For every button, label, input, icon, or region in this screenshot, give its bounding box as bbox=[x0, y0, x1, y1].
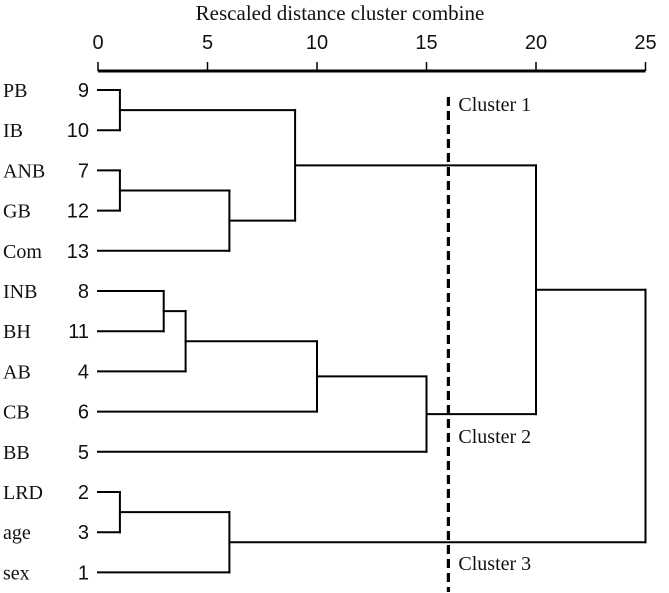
leaf-label: Com bbox=[3, 241, 42, 263]
leaf-label: sex bbox=[3, 562, 30, 584]
leaf-case-number: 1 bbox=[78, 562, 89, 584]
leaf-case-number: 5 bbox=[78, 442, 89, 464]
x-tick-label: 15 bbox=[415, 32, 437, 54]
leaf-case-number: 13 bbox=[67, 241, 89, 263]
chart-title: Rescaled distance cluster combine bbox=[196, 1, 485, 25]
leaf-case-number: 10 bbox=[67, 120, 89, 142]
leaf-case-number: 3 bbox=[78, 522, 89, 544]
leaf-label: ANB bbox=[3, 160, 45, 182]
leaf-case-number: 2 bbox=[78, 482, 89, 504]
leaf-case-number: 11 bbox=[68, 321, 89, 343]
leaf-label: CB bbox=[3, 402, 30, 424]
leaf-case-number: 9 bbox=[78, 80, 89, 102]
leaf-label: AB bbox=[3, 361, 31, 383]
leaf-label: IB bbox=[3, 120, 23, 142]
leaf-label: age bbox=[3, 522, 31, 544]
leaf-label: BH bbox=[3, 321, 31, 343]
x-tick-label: 10 bbox=[306, 32, 328, 54]
cluster-label: Cluster 2 bbox=[458, 426, 531, 448]
x-tick-label: 20 bbox=[525, 32, 547, 54]
leaf-case-number: 4 bbox=[78, 361, 89, 383]
leaf-case-number: 6 bbox=[78, 402, 89, 424]
leaf-case-number: 8 bbox=[78, 281, 89, 303]
x-tick-label: 25 bbox=[634, 32, 656, 54]
dendrogram-tree bbox=[97, 89, 647, 574]
leaf-label: GB bbox=[3, 201, 31, 223]
x-axis: 0 5 10 15 20 25 bbox=[92, 32, 657, 73]
x-tick-label: 0 bbox=[92, 32, 103, 54]
cluster-label: Cluster 3 bbox=[458, 553, 531, 575]
leaf-case-number: 12 bbox=[67, 201, 89, 223]
leaf-case-number: 7 bbox=[78, 160, 89, 182]
leaf-label: PB bbox=[3, 80, 27, 102]
x-tick-label: 5 bbox=[202, 32, 213, 54]
cluster-label: Cluster 1 bbox=[458, 94, 531, 116]
leaf-label: LRD bbox=[3, 482, 43, 504]
leaf-label: BB bbox=[3, 442, 30, 464]
cluster-cut: Cluster 1 Cluster 2 Cluster 3 bbox=[446, 94, 531, 592]
leaf-label: INB bbox=[3, 281, 37, 303]
